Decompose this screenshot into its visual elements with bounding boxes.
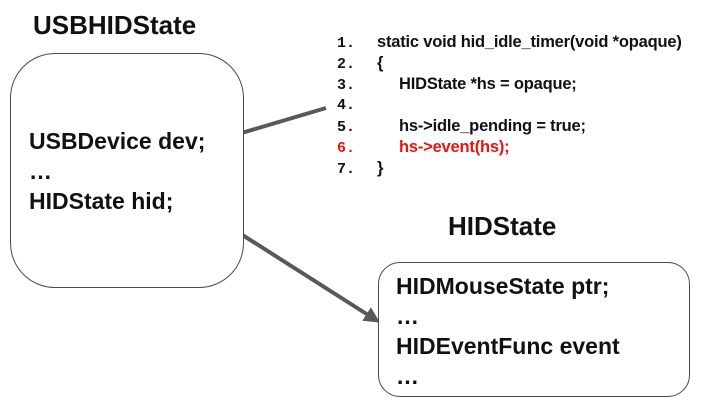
code-line: 4. (337, 95, 682, 116)
line-number: 4. (337, 97, 356, 114)
code-line: 2. { (337, 53, 682, 74)
hid-state-title: HIDState (448, 211, 557, 241)
struct-field-ellipsis: … (396, 363, 419, 389)
line-number: 7. (337, 161, 356, 178)
line-number: 5. (337, 119, 356, 136)
hid-state-fields: HIDMouseState ptr; … HIDEventFunc event … (396, 271, 620, 391)
code-text: hs->idle_pending = true; (399, 117, 586, 135)
code-text: HIDState *hs = opaque; (399, 75, 577, 93)
line-number: 2. (337, 56, 356, 73)
code-text: static void hid_idle_timer(void *opaque) (377, 33, 682, 51)
code-listing: 1. static void hid_idle_timer(void *opaq… (337, 32, 682, 179)
line-number: 6. (337, 140, 356, 157)
code-line: 1. static void hid_idle_timer(void *opaq… (337, 32, 682, 53)
usbhid-state-box: USBDevice dev; … HIDState hid; (10, 53, 244, 288)
struct-field: HIDState hid; (29, 188, 174, 214)
code-text: } (377, 159, 384, 177)
struct-field-ellipsis: … (396, 303, 419, 329)
code-line: 5. hs->idle_pending = true; (337, 116, 682, 137)
struct-field: USBDevice dev; (29, 128, 206, 154)
usbhid-state-fields: USBDevice dev; … HIDState hid; (29, 126, 205, 216)
code-line: 3. HIDState *hs = opaque; (337, 74, 682, 95)
hid-state-box: HIDMouseState ptr; … HIDEventFunc event … (378, 262, 690, 397)
code-text: { (377, 54, 384, 72)
struct-field: HIDEventFunc event (396, 333, 620, 359)
line-number: 3. (337, 77, 356, 94)
struct-field: HIDMouseState ptr; (396, 273, 610, 299)
usbhid-state-title: USBHIDState (33, 10, 197, 40)
line-number: 1. (337, 35, 356, 52)
code-text-highlighted: hs->event(hs); (399, 138, 510, 156)
code-line: 7. } (337, 158, 682, 179)
code-line-highlighted: 6. hs->event(hs); (337, 137, 682, 158)
struct-field-ellipsis: … (29, 158, 52, 184)
